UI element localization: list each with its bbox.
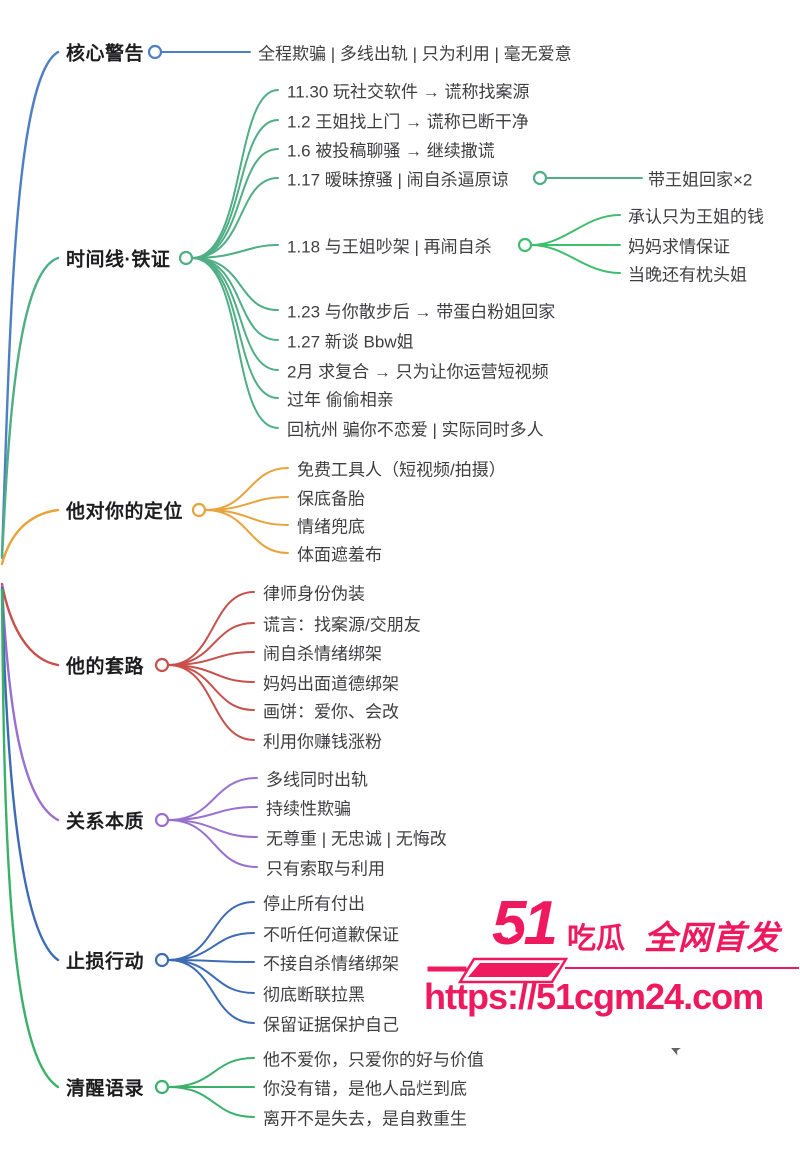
child-curve (191, 89, 279, 259)
subnode-circle[interactable] (517, 237, 533, 253)
branch-curve (0, 50, 60, 558)
node-label[interactable]: 当晚还有枕头姐 (628, 265, 747, 285)
branch-node-circle[interactable] (147, 44, 163, 60)
child-curve (167, 932, 255, 961)
node-label[interactable]: 画饼：爱你、会改 (263, 702, 399, 722)
watermark-brand-number: 51 (492, 889, 558, 958)
node-label[interactable]: 他不爱你，只爱你的好与价值 (263, 1050, 484, 1070)
node-label[interactable]: 利用你赚钱涨粉 (263, 732, 382, 752)
watermark-tagline: 全网首发 (644, 919, 780, 956)
node-label[interactable]: 1.6 被投稿聊骚 → 继续撒谎 (287, 141, 495, 161)
node-label[interactable]: 情绪兜底 (297, 517, 365, 537)
node-label[interactable]: 律师身份伪装 (263, 584, 365, 604)
branch-node-circle[interactable] (154, 657, 170, 673)
subnode-circle[interactable] (532, 170, 548, 186)
branch-curve (0, 256, 60, 560)
branch-curve (0, 582, 60, 667)
child-curve (167, 777, 258, 821)
branch-node-circle[interactable] (178, 250, 194, 266)
child-curve (167, 1086, 255, 1118)
child-curve (167, 664, 255, 741)
node-label[interactable]: 持续性欺骗 (266, 799, 351, 819)
node-label[interactable]: 停止所有付出 (263, 894, 365, 914)
child-curve (167, 901, 255, 961)
branch-curve (0, 588, 60, 1089)
child-curve (204, 509, 289, 554)
node-label[interactable]: 1.23 与你散步后 → 带蛋白粉姐回家 (287, 302, 556, 322)
node-label[interactable]: 体面遮羞布 (297, 545, 382, 565)
child-curve (167, 819, 258, 868)
branch-curve (0, 586, 60, 962)
child-curve (191, 257, 279, 341)
branch-label-tactics[interactable]: 他的套路 (66, 656, 145, 678)
node-label[interactable]: 无尊重 | 无忠诚 | 无悔改 (266, 829, 447, 849)
node-label[interactable]: 1.17 暧昧撩骚 | 闹自杀逼原谅 (287, 170, 509, 190)
child-curve (530, 214, 621, 246)
branch-label-sober-quotes[interactable]: 清醒语录 (66, 1078, 145, 1100)
play-icon (508, 927, 518, 939)
branch-label-core-warning[interactable]: 核心警告 (66, 43, 145, 65)
branch-node-circle[interactable] (154, 952, 170, 968)
node-label[interactable]: 妈妈出面道德绑架 (263, 674, 399, 694)
child-curve (191, 257, 279, 399)
child-curve (191, 244, 279, 259)
node-label[interactable]: 11.30 玩社交软件 → 谎称找案源 (287, 82, 530, 102)
node-label[interactable]: 只有索取与利用 (266, 859, 385, 879)
branch-label-relationship[interactable]: 关系本质 (66, 811, 145, 833)
node-label[interactable]: 彻底断联拉黑 (263, 985, 365, 1005)
node-label[interactable]: 2月 求复合 → 只为让你运营短视频 (287, 362, 549, 382)
node-label[interactable]: 1.2 王姐找上门 → 谎称已断干净 (287, 112, 529, 132)
branch-label-stop-loss[interactable]: 止损行动 (66, 951, 145, 973)
branch-curve (0, 508, 60, 566)
node-label[interactable]: 回杭州 骗你不恋爱 | 实际同时多人 (287, 420, 544, 440)
watermark-url: https://51cgm24.com (424, 976, 764, 1017)
node-label[interactable]: 免费工具人（短视频/拍摄） (297, 460, 506, 480)
node-label[interactable]: 保留证据保护自己 (263, 1015, 399, 1035)
branch-label-timeline[interactable]: 时间线·铁证 (66, 249, 171, 271)
node-label[interactable]: 带王姐回家×2 (648, 170, 753, 190)
node-label[interactable]: 闹自杀情绪绑架 (263, 644, 382, 664)
child-curve (191, 148, 279, 259)
node-label[interactable]: 妈妈求情保证 (628, 237, 730, 257)
node-label[interactable]: 你没有错，是他人品烂到底 (263, 1079, 467, 1099)
child-curve (167, 819, 258, 838)
node-label[interactable]: 1.27 新谈 Bbw姐 (287, 332, 414, 352)
node-label[interactable]: 不听任何道歉保证 (263, 925, 399, 945)
watermark-brand-name: 吃瓜 (567, 923, 626, 955)
child-curve (530, 244, 621, 274)
child-curve (167, 591, 255, 666)
node-label[interactable]: 全程欺骗 | 多线出轨 | 只为利用 | 毫无爱意 (258, 44, 572, 64)
branch-node-circle[interactable] (154, 812, 170, 828)
node-label[interactable]: 多线同时出轨 (266, 770, 368, 790)
child-curve (167, 959, 255, 1024)
branch-curve (0, 584, 60, 822)
node-label[interactable]: 承认只为王姐的钱 (628, 207, 764, 227)
node-label[interactable]: 过年 偷偷相亲 (287, 390, 394, 410)
node-label[interactable]: 不接自杀情绪绑架 (263, 954, 399, 974)
child-curve (191, 257, 279, 429)
branch-label-positioning[interactable]: 他对你的定位 (66, 501, 184, 523)
node-label[interactable]: 谎言：找案源/交朋友 (263, 615, 421, 635)
node-label[interactable]: 1.18 与王姐吵架 | 再闹自杀 (287, 237, 492, 257)
node-label[interactable]: 离开不是失去，是自救重生 (263, 1109, 467, 1129)
child-curve (204, 467, 289, 511)
branch-node-circle[interactable] (154, 1079, 170, 1095)
child-curve (167, 622, 255, 666)
branch-node-circle[interactable] (191, 502, 207, 518)
node-label[interactable]: 保底备胎 (297, 489, 365, 509)
child-curve (167, 1057, 255, 1088)
child-curve (191, 177, 279, 259)
